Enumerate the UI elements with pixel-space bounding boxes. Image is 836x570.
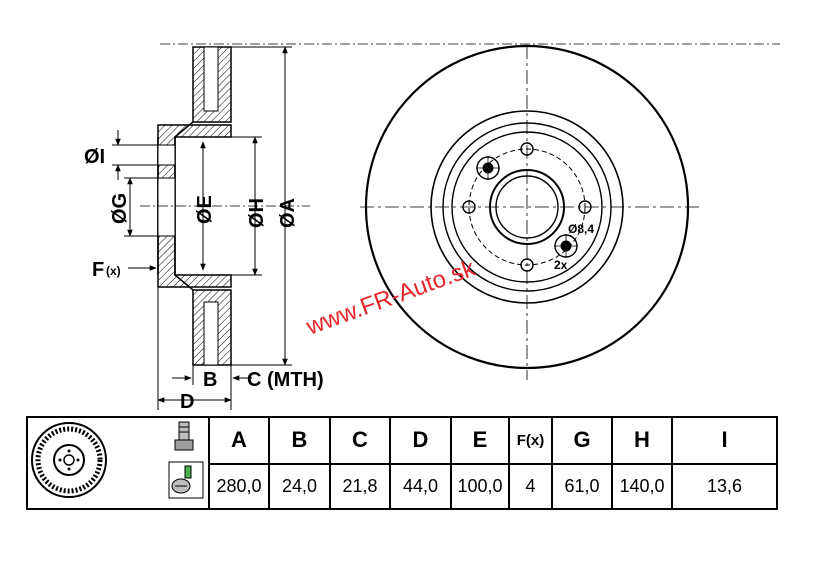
label-dia-i: ØI: [84, 146, 105, 168]
value-e: 100,0: [450, 462, 510, 511]
cross-section-view: [140, 43, 780, 366]
label-f-suffix: (x): [106, 264, 121, 278]
value-b: 24,0: [268, 462, 331, 511]
header-d: D: [389, 416, 452, 465]
label-c-mth: C (MTH): [247, 369, 324, 391]
label-dia-e: ØE: [194, 195, 216, 224]
value-d: 44,0: [389, 462, 452, 511]
label-d: D: [180, 391, 194, 413]
front-view: [360, 44, 700, 380]
value-f: 4: [508, 462, 553, 511]
value-c: 21,8: [329, 462, 391, 511]
header-i: I: [671, 416, 778, 465]
label-hole-diameter: Ø8,4: [568, 222, 594, 236]
label-b: B: [203, 369, 217, 391]
spec-table: A B C D E F(x) G H I 280,0 24,0 21,8 44,…: [26, 416, 778, 511]
label-dia-a: ØA: [277, 198, 299, 228]
header-e: E: [450, 416, 510, 465]
header-f: F(x): [508, 416, 553, 465]
header-a: A: [208, 416, 270, 465]
brake-disc-thumbnail-icon: [31, 422, 107, 498]
icon-cell: [26, 416, 210, 510]
header-h: H: [611, 416, 673, 465]
label-hole-count: 2x: [554, 258, 568, 272]
label-dia-g: ØG: [109, 193, 131, 224]
value-g: 61,0: [551, 462, 613, 511]
bolt-icon: [174, 421, 194, 451]
label-dia-h: ØH: [246, 198, 268, 228]
value-h: 140,0: [611, 462, 673, 511]
label-f: F: [92, 259, 104, 281]
value-i: 13,6: [671, 462, 778, 511]
table-values-row: 280,0 24,0 21,8 44,0 100,0 4 61,0 140,0 …: [27, 462, 778, 511]
header-g: G: [551, 416, 613, 465]
screw-icon: [168, 461, 204, 499]
icons-area: [31, 421, 204, 499]
watermark: www.FR-Auto.sk: [302, 254, 480, 341]
table-header-row: A B C D E F(x) G H I: [26, 416, 778, 510]
value-a: 280,0: [208, 462, 270, 511]
header-c: C: [329, 416, 391, 465]
dimension-lines: [112, 46, 292, 410]
header-b: B: [268, 416, 331, 465]
